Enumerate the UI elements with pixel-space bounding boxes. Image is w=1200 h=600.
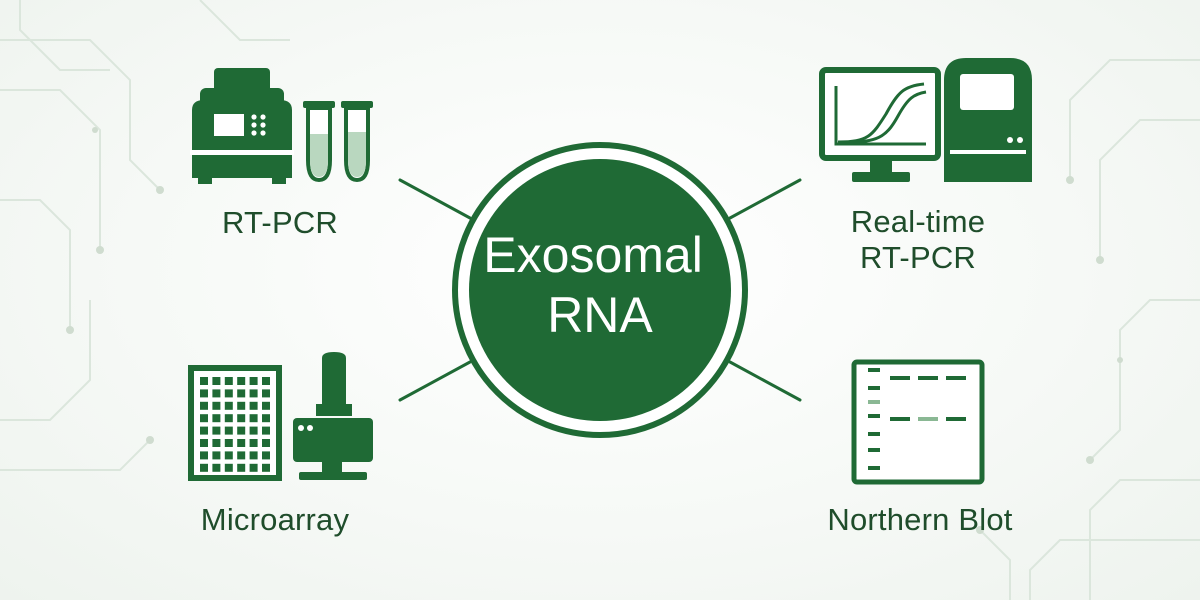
center-circle (469, 159, 731, 421)
microarray-cell (237, 426, 246, 435)
microarray-cell (212, 463, 221, 472)
microarray-cell (212, 426, 221, 435)
stamp-icon (293, 352, 373, 480)
qpcr-monitor-and-instrument-icon (819, 58, 1032, 182)
microarray-cell (262, 463, 270, 472)
connector-lines (398, 178, 802, 402)
microarray-cell (237, 451, 246, 460)
microarray-cell (249, 439, 258, 447)
microarray-cell (262, 401, 270, 410)
label-northern-blot-line-1: Northern Blot (827, 502, 1013, 537)
thermal-cycler-icon (190, 68, 294, 184)
microarray-cell (262, 377, 270, 385)
test-tube-icon-1 (303, 101, 335, 183)
microarray-cell (237, 414, 246, 423)
blot-bands (868, 368, 966, 470)
microarray-cell (224, 463, 233, 472)
microarray-cell (212, 389, 221, 398)
label-real-time-rt-pcr: Real-time RT-PCR (818, 204, 1018, 276)
microarray-cell (200, 414, 208, 423)
center-title-line-2: RNA (547, 287, 653, 343)
label-microarray-line-1: Microarray (200, 502, 350, 537)
microarray-cell (262, 451, 270, 460)
circuit-nodes (66, 127, 1123, 534)
microarray-cell (200, 401, 208, 410)
connector-northern-blot (728, 360, 802, 402)
microarray-cell (224, 426, 233, 435)
connector-microarray (398, 360, 472, 402)
microarray-cell (200, 439, 208, 447)
microarray-cell (249, 463, 258, 472)
microarray-cell (200, 426, 208, 435)
connector-real-time-rt-pcr (728, 178, 802, 220)
microarray-cell (237, 377, 246, 385)
thermal-cycler-and-tubes-icon (190, 68, 373, 184)
label-real-time-rt-pcr-line-1: Real-time (850, 204, 986, 239)
microarray-cell (237, 401, 246, 410)
blot-membrane-icon (851, 359, 985, 485)
microarray-cell (249, 414, 258, 423)
test-tube-icon-2 (341, 101, 373, 183)
label-rt-pcr-line-1: RT-PCR (221, 205, 339, 240)
microarray-cell (249, 389, 258, 398)
center-title-line-1: Exosomal (483, 227, 703, 283)
microarray-cell (262, 414, 270, 423)
connector-rt-pcr (398, 178, 472, 220)
center-node: Exosomal RNA (452, 142, 748, 438)
label-rt-pcr: RT-PCR (195, 205, 365, 241)
microarray-cell (237, 389, 246, 398)
microarray-cell (212, 401, 221, 410)
monitor-icon (819, 67, 941, 182)
label-northern-blot: Northern Blot (800, 502, 1040, 538)
center-title: Exosomal RNA (483, 227, 716, 343)
microarray-cell (224, 439, 233, 447)
pcr-instrument-icon (944, 58, 1032, 182)
microarray-cell (200, 377, 208, 385)
microarray-cell (249, 377, 258, 385)
microarray-cell (212, 439, 221, 447)
microarray-cell (224, 377, 233, 385)
microarray-cell (249, 426, 258, 435)
microarray-cell (212, 414, 221, 423)
microarray-cell (262, 426, 270, 435)
microarray-cell (200, 451, 208, 460)
microarray-cell (262, 389, 270, 398)
label-real-time-rt-pcr-line-2: RT-PCR (859, 240, 977, 275)
microarray-cell (200, 389, 208, 398)
microarray-cell (262, 439, 270, 447)
microarray-cell (224, 389, 233, 398)
microarray-grid-icon (188, 365, 282, 481)
microarray-cell (212, 451, 221, 460)
microarray-cell (249, 451, 258, 460)
microarray-cell (224, 414, 233, 423)
microarray-cell (224, 401, 233, 410)
microarray-grid-and-stamp-icon (188, 352, 373, 481)
microarray-cells (200, 377, 270, 472)
microarray-cell (212, 377, 221, 385)
label-microarray: Microarray (180, 502, 370, 538)
microarray-cell (237, 439, 246, 447)
microarray-cell (249, 401, 258, 410)
microarray-cell (237, 463, 246, 472)
microarray-cell (224, 451, 233, 460)
microarray-cell (200, 463, 208, 472)
